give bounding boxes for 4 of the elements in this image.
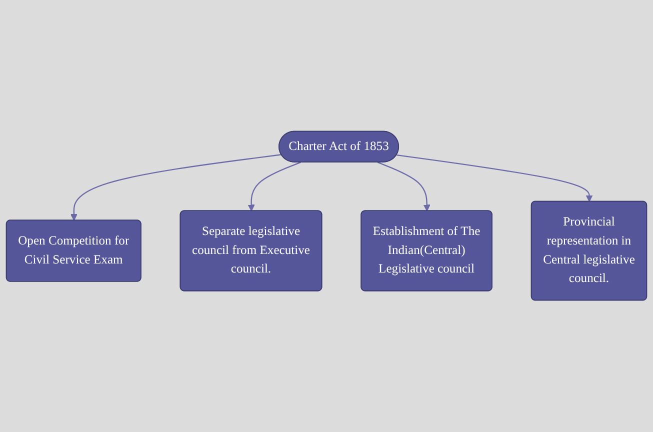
arrow <box>248 162 301 212</box>
arrow <box>396 154 593 202</box>
arrow <box>377 162 430 212</box>
arrow <box>70 154 282 222</box>
